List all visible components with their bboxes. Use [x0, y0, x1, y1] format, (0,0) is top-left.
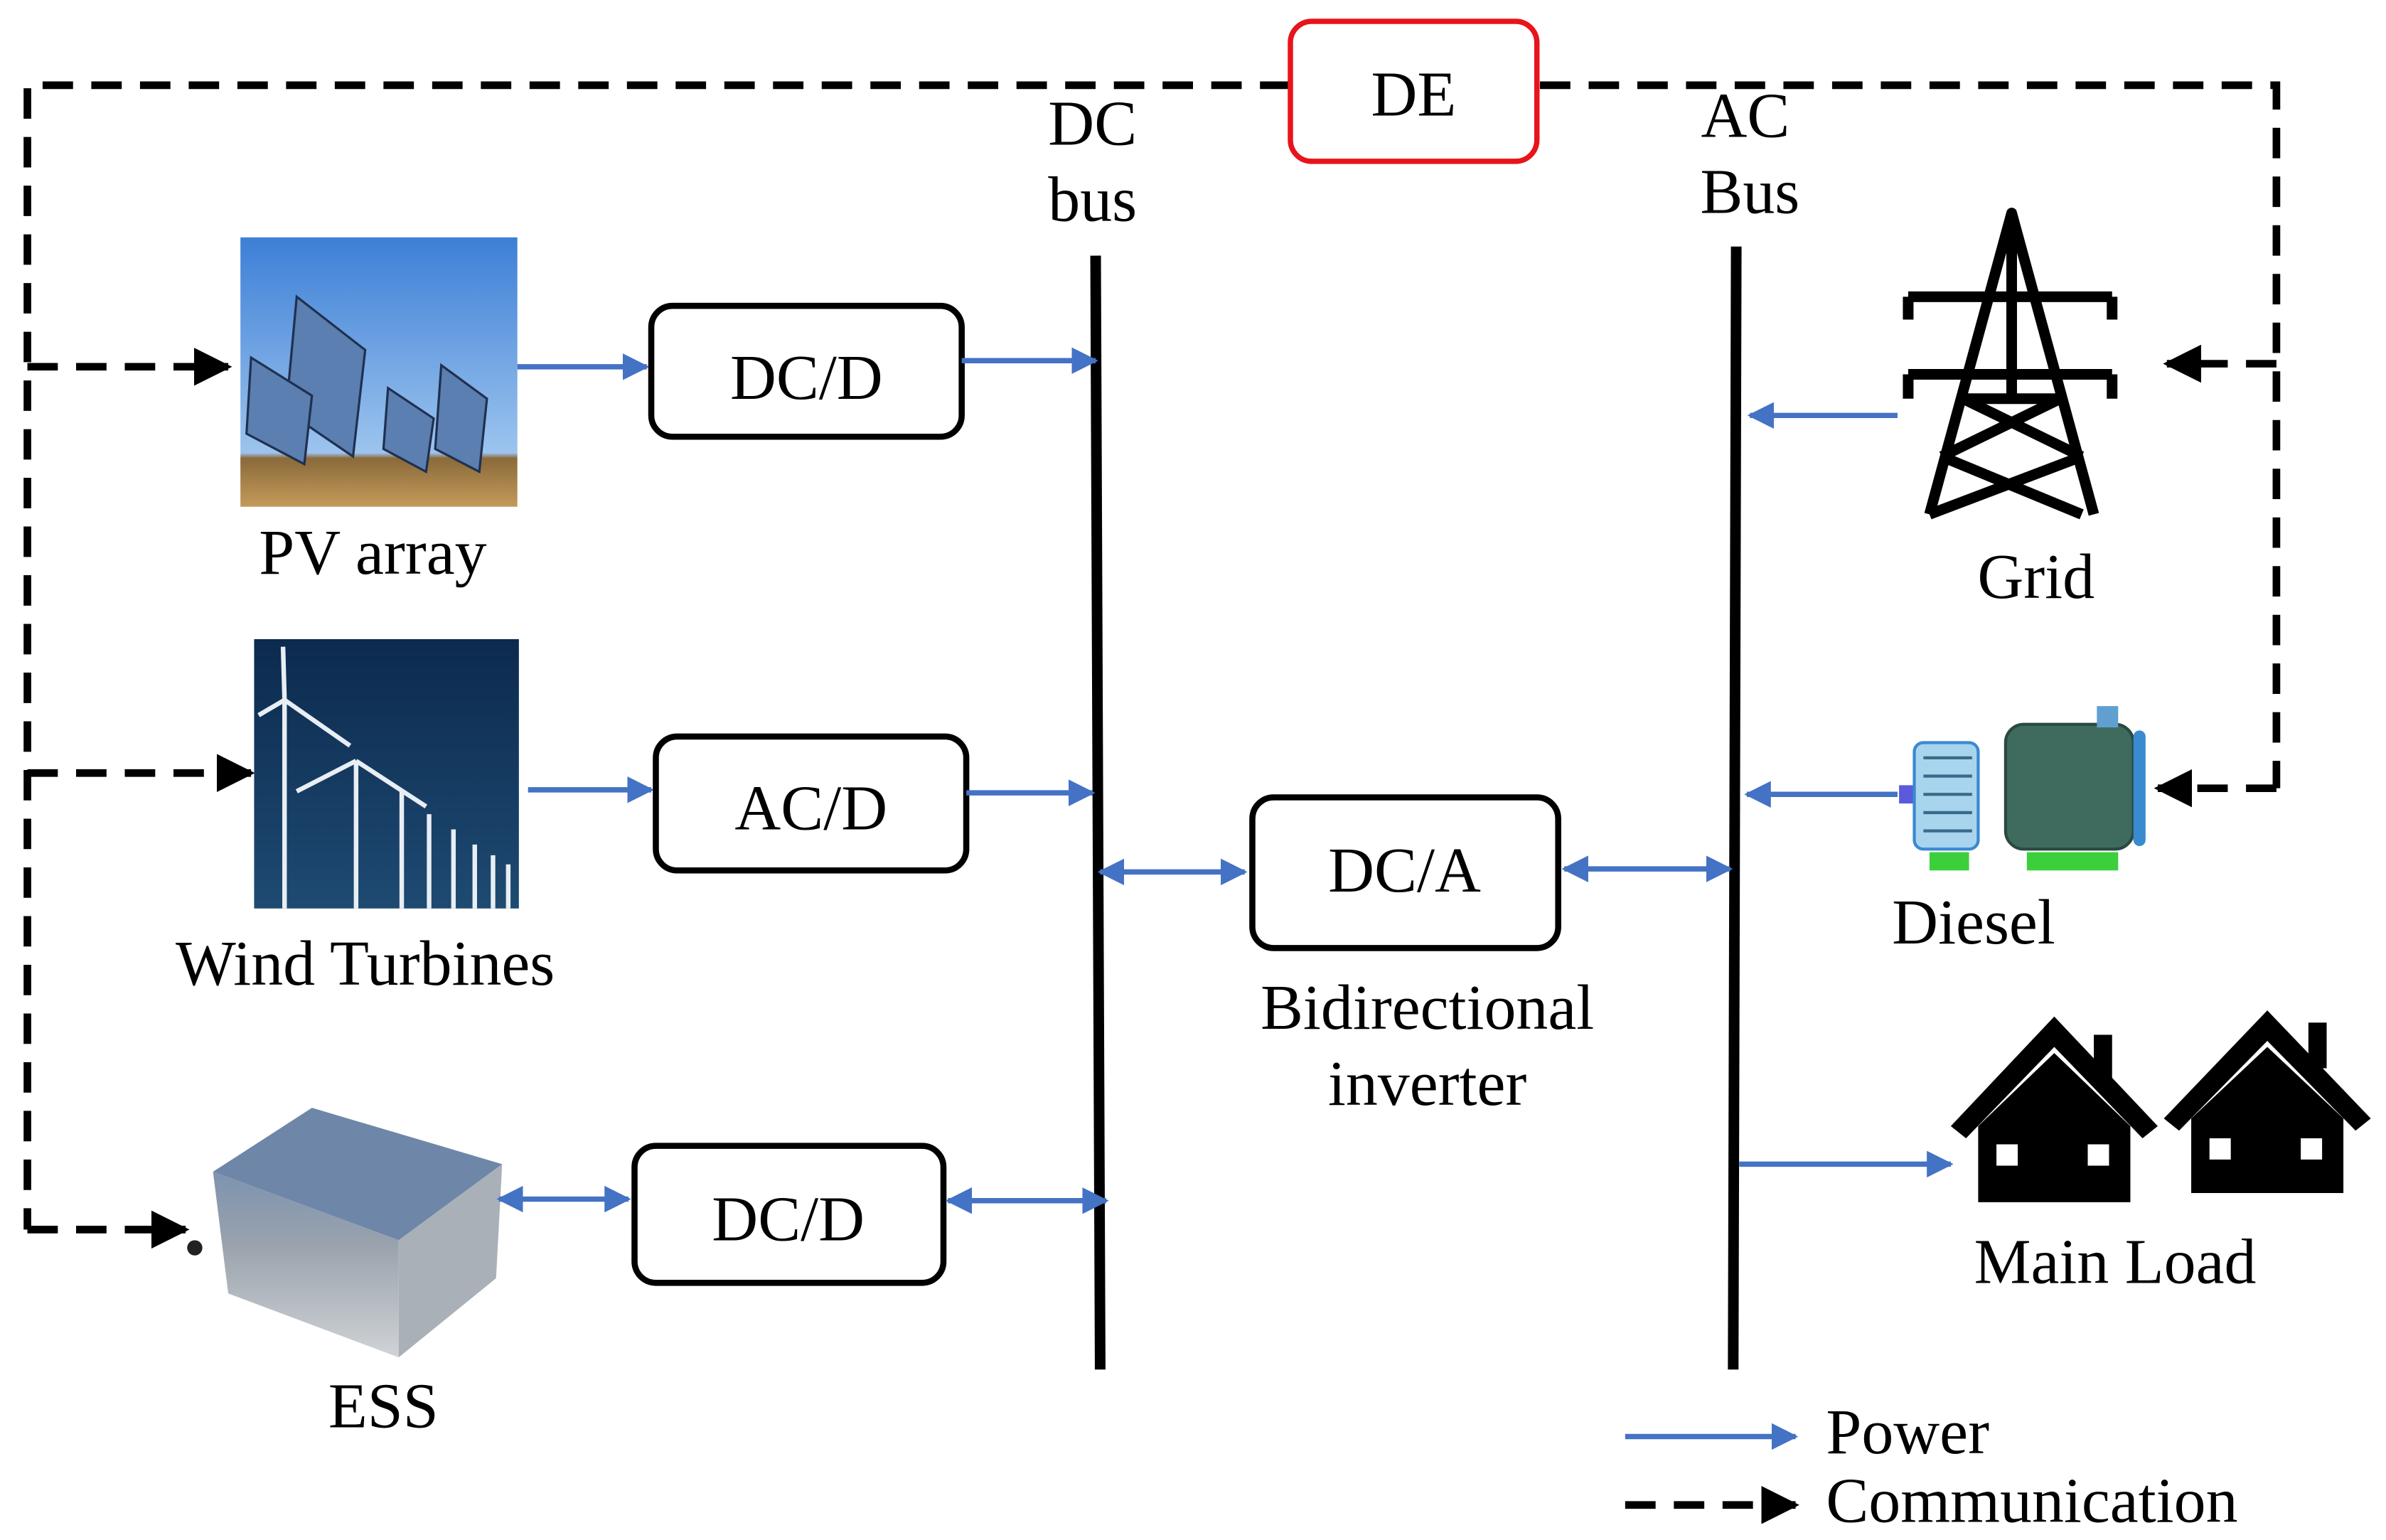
diesel-label: Diesel [1892, 887, 2055, 958]
de-controller: DE [1288, 18, 1540, 164]
pv-array: PV array [240, 237, 518, 588]
load-label: Main Load [1974, 1226, 2257, 1297]
dc-bus-label-1: DC [1048, 88, 1137, 159]
transmission-tower-icon [1903, 208, 2118, 520]
ess-converter-label: DC/D [712, 1184, 865, 1254]
wind-turbines: Wind Turbines [176, 638, 555, 999]
ac-bus-label-1: AC [1701, 81, 1790, 151]
communication-lines [23, 81, 2281, 1249]
battery-image [187, 1108, 503, 1358]
bidirectional-inverter: DC/A Bidirectional inverter [1249, 794, 1594, 1119]
diesel-generator-icon [1899, 706, 2146, 871]
inverter-caption-1: Bidirectional [1261, 973, 1594, 1043]
wind-turbines-image [254, 638, 519, 909]
ess: ESS [187, 1108, 503, 1442]
de-label: DE [1371, 60, 1456, 130]
wind-label: Wind Turbines [176, 929, 555, 999]
legend-power-label: Power [1826, 1397, 1989, 1467]
pv-converter-label: DC/D [730, 343, 883, 413]
ess-label: ESS [328, 1371, 439, 1442]
main-load: Main Load [1950, 1010, 2371, 1297]
wind-converter-label: AC/D [734, 773, 887, 843]
legend-communication-label: Communication [1826, 1465, 2237, 1536]
ess-converter: DC/D [631, 1143, 947, 1286]
dc-bus-label-2: bus [1048, 164, 1137, 235]
diesel: Diesel [1892, 706, 2146, 958]
house-icon [2163, 1010, 2371, 1194]
wind-converter: AC/D [653, 733, 970, 874]
legend: Power Communication [1625, 1397, 2238, 1536]
dc-bus-line [1090, 255, 1106, 1370]
ac-bus-label-2: Bus [1700, 157, 1799, 228]
inverter-caption-2: inverter [1328, 1049, 1527, 1119]
inverter-label: DC/A [1328, 835, 1481, 906]
grid: Grid [1903, 208, 2118, 612]
pv-label: PV array [259, 518, 486, 588]
house-icon [1950, 1016, 2158, 1202]
ac-bus-line [1728, 246, 1742, 1370]
pv-converter: DC/D [648, 302, 965, 440]
grid-label: Grid [1977, 542, 2095, 612]
